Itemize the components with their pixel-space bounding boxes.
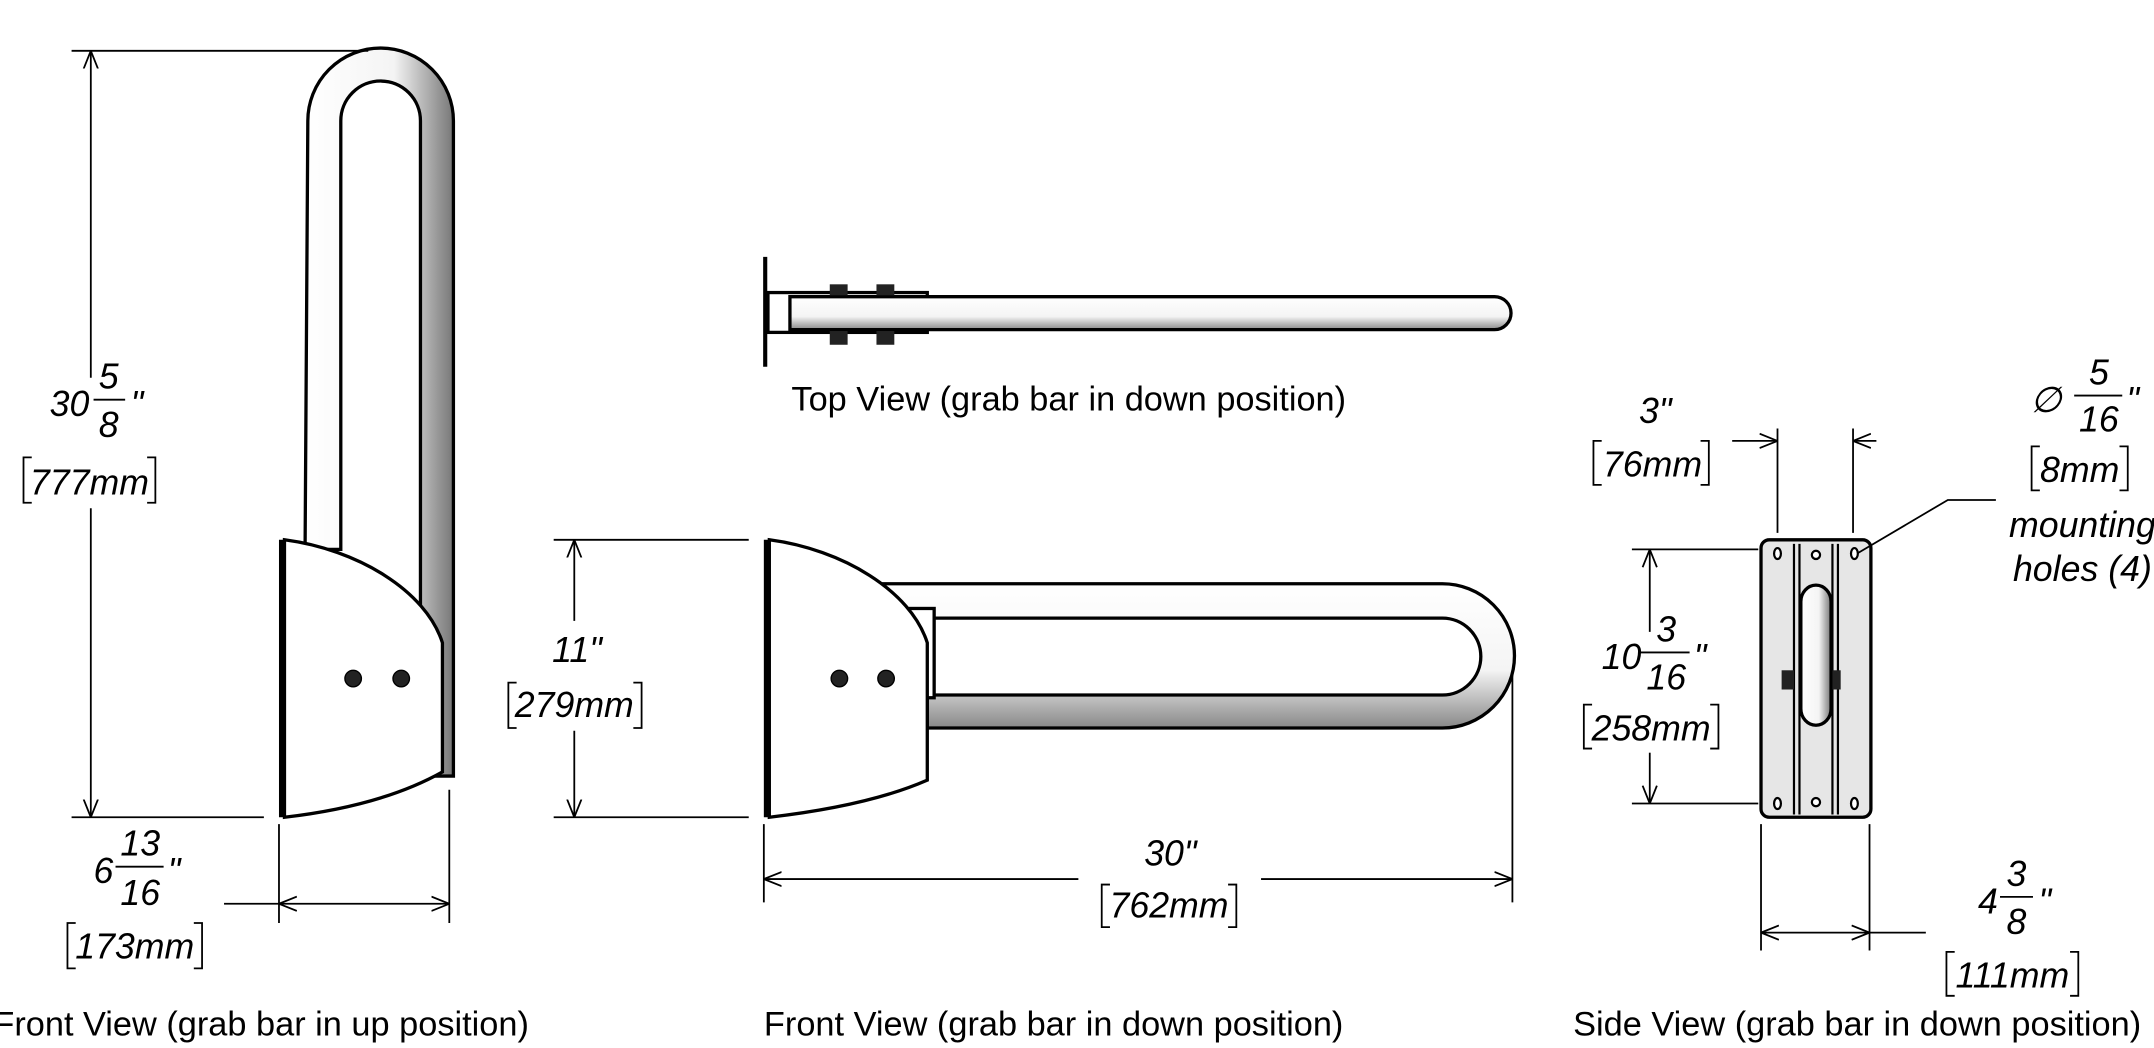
height-unit: " (131, 384, 145, 424)
height-den: 8 (99, 405, 119, 445)
diameter-icon: ∅ (2030, 380, 2063, 420)
bolt-icon (877, 669, 896, 688)
mounting-hole (1772, 796, 1783, 811)
plate-height-den: 16 (1646, 658, 1686, 698)
depth-unit: " (168, 851, 182, 891)
hole-spacing-mm: 76mm (1603, 445, 1702, 485)
plate-width-num: 3 (2007, 854, 2027, 894)
diameter-mm: 8mm (2040, 450, 2119, 490)
bolt-icon (344, 669, 363, 688)
height-mm: 279mm (514, 685, 634, 725)
grab-bar-tube (788, 295, 1513, 332)
grab-bar-tube (877, 582, 1517, 730)
bolt-icon (392, 669, 411, 688)
height-num: 5 (99, 357, 119, 397)
height-whole: 30 (50, 384, 90, 424)
height-value: 11" (552, 630, 603, 670)
plate-height-whole: 10 (1602, 637, 1642, 677)
length-value: 30" (1144, 833, 1198, 873)
holes-note: holes (4) (2013, 549, 2152, 589)
hole-spacing-value: 3" (1639, 391, 1673, 431)
grab-bar-tube (1799, 583, 1833, 727)
side-view: 3" 76mm ∅ 5 16 " 8mm mounting holes (4) … (1573, 353, 2154, 1044)
height-mm: 777mm (30, 462, 149, 502)
plate-height-mm: 258mm (1591, 708, 1711, 748)
plate-width-mm: 111mm (1955, 956, 2069, 996)
caption-front-up: Front View (grab bar in up position) (0, 1006, 529, 1044)
bolt-icon (830, 669, 849, 688)
depth-whole: 6 (94, 851, 114, 891)
front-view-up: 30 5 8 " 777mm 6 13 16 " 173mm Front Vie… (0, 46, 529, 1044)
diameter-num: 5 (2089, 353, 2109, 393)
depth-mm: 173mm (75, 927, 194, 967)
caption-front-down: Front View (grab bar in down position) (764, 1006, 1343, 1044)
plate-height-unit: " (1694, 637, 1708, 677)
length-mm: 762mm (1109, 886, 1228, 926)
diameter-den: 16 (2079, 399, 2119, 439)
mounting-note: mounting (2009, 505, 2154, 545)
depth-num: 13 (120, 824, 160, 864)
front-view-down: 11" 279mm 30" 762mm Front View (grab bar… (507, 537, 1517, 1044)
depth-den: 16 (120, 873, 160, 913)
plate-height-num: 3 (1656, 609, 1676, 649)
mounting-hole (1772, 546, 1783, 561)
plate-width-den: 8 (2007, 902, 2027, 942)
diameter-unit: " (2126, 380, 2140, 420)
plate-width-unit: " (2038, 881, 2052, 921)
caption-top: Top View (grab bar in down position) (791, 381, 1346, 419)
top-view: Top View (grab bar in down position) (763, 256, 1513, 419)
plate-width-whole: 4 (1978, 881, 1998, 921)
caption-side: Side View (grab bar in down position) (1573, 1006, 2141, 1044)
mounting-hole (1849, 796, 1859, 811)
mounting-hole (1849, 546, 1859, 561)
housing (282, 537, 445, 820)
